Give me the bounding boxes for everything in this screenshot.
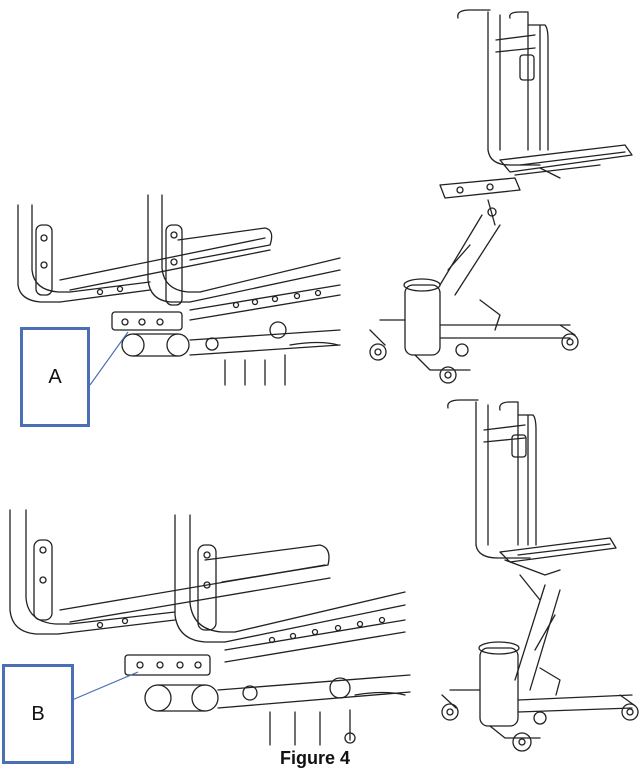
chair-assembled [441, 399, 639, 752]
chair-exploded [369, 9, 633, 384]
figure-caption: Figure 4 [280, 748, 351, 768]
callout-a-label: A [48, 365, 62, 388]
seat-detail-top [17, 194, 341, 386]
callout-a: A [20, 327, 90, 427]
leader-line-a [89, 331, 129, 386]
leader-line-b [71, 671, 139, 701]
callout-b: B [2, 664, 74, 764]
callout-b-label: B [31, 702, 45, 725]
seat-detail-bottom [9, 509, 411, 746]
